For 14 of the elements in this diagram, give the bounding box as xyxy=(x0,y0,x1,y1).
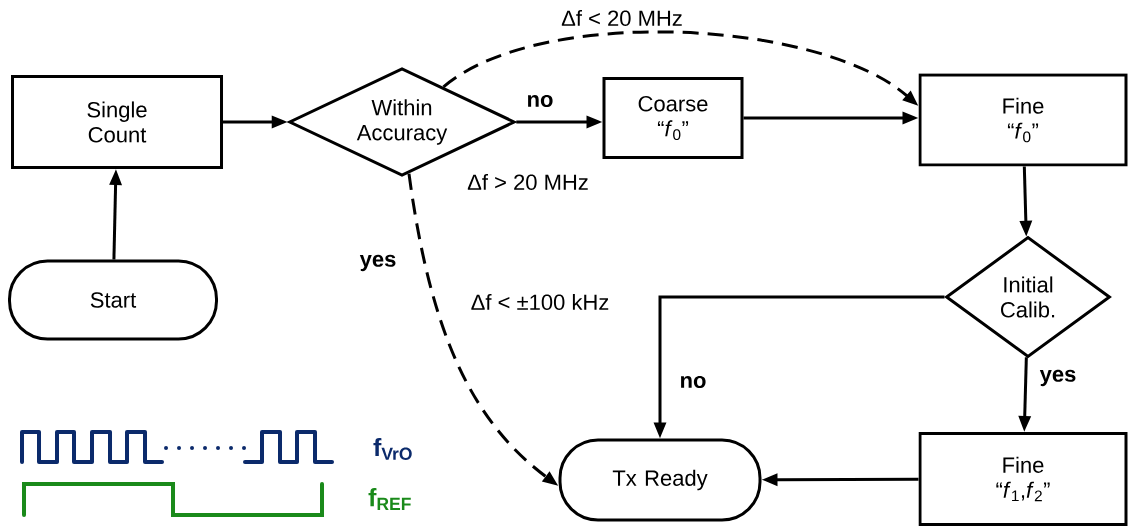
legend-label: f$_{VrO}$ xyxy=(373,438,412,460)
process-box: Fine “f$_{1}$,f$_{2}$” xyxy=(918,432,1128,526)
legend-label: f$_{REF}$ xyxy=(368,488,411,510)
edge-label: no xyxy=(678,374,708,389)
edge-label: yes xyxy=(1038,368,1078,388)
process-box: Coarse “f$_{0}$” xyxy=(602,77,744,159)
edge-label: no xyxy=(525,93,555,109)
terminal-box: Tx Ready xyxy=(558,438,762,522)
edge-label: Δf < 20 MHz xyxy=(560,8,684,28)
process-box: Single Count xyxy=(11,75,223,169)
terminal-box: Start xyxy=(8,259,218,341)
edge-label: yes xyxy=(358,253,398,273)
condition-label: Δf < ±100 kHz xyxy=(471,293,609,311)
process-box: Fine “f$_{0}$” xyxy=(918,73,1128,167)
